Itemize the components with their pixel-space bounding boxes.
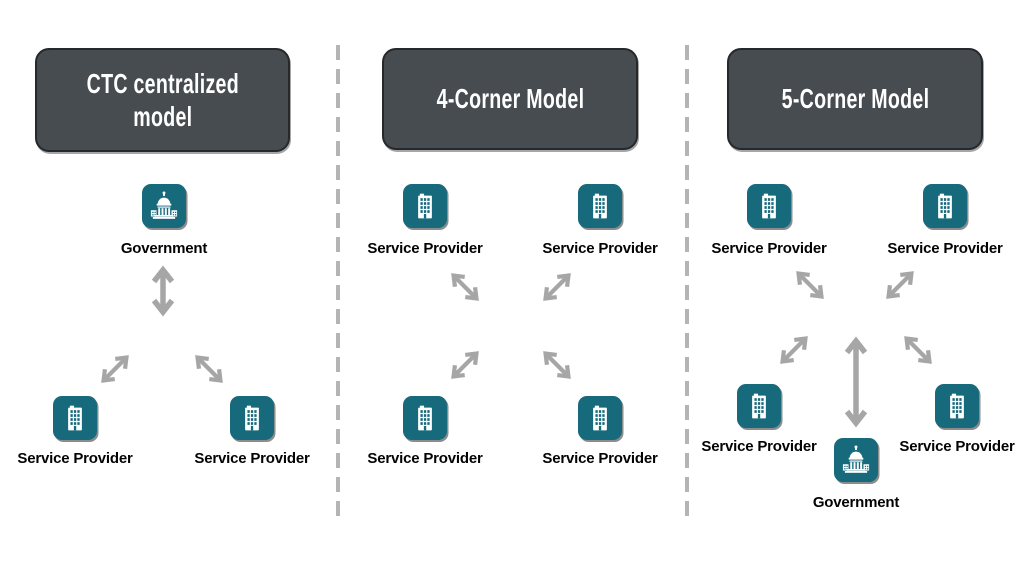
office-building-icon (584, 402, 616, 434)
government-tile (834, 438, 878, 482)
double-arrow-diagonal-icon (188, 348, 230, 390)
double-arrow-vertical-icon (150, 265, 176, 317)
office-building-icon (929, 190, 961, 222)
node-label-government: Government (120, 240, 208, 257)
double-arrow-diagonal-icon (879, 264, 921, 306)
service-provider-tile (578, 396, 622, 440)
panel-title: 4-Corner Model (436, 83, 584, 115)
node-label-service-provider: Service Provider (542, 240, 658, 257)
service-provider-tile (935, 384, 979, 428)
panel-divider (685, 45, 689, 525)
service-provider-tile (230, 396, 274, 440)
node-label-service-provider: Service Provider (17, 450, 133, 467)
panel-title: CTC centralized model (86, 67, 239, 132)
service-provider-tile (403, 184, 447, 228)
panel-header-ctc-centralized: CTC centralized model (35, 48, 290, 152)
panel-title: 5-Corner Model (781, 83, 929, 115)
node-label-service-provider: Service Provider (367, 450, 483, 467)
capitol-building-icon (147, 189, 181, 223)
node-label-service-provider: Service Provider (701, 438, 817, 455)
double-arrow-diagonal-icon (444, 266, 486, 308)
node-label-service-provider: Service Provider (711, 240, 827, 257)
node-label-government: Government (812, 494, 900, 511)
node-label-service-provider: Service Provider (542, 450, 658, 467)
double-arrow-diagonal-icon (94, 348, 136, 390)
office-building-icon (584, 190, 616, 222)
service-provider-tile (747, 184, 791, 228)
office-building-icon (236, 402, 268, 434)
service-provider-tile (578, 184, 622, 228)
double-arrow-diagonal-icon (536, 266, 578, 308)
node-label-service-provider: Service Provider (194, 450, 310, 467)
panel-header-4-corner: 4-Corner Model (382, 48, 638, 150)
office-building-icon (409, 190, 441, 222)
service-provider-tile (53, 396, 97, 440)
office-building-icon (753, 190, 785, 222)
service-provider-tile (923, 184, 967, 228)
panel-header-5-corner: 5-Corner Model (727, 48, 983, 150)
office-building-icon (941, 390, 973, 422)
node-label-service-provider: Service Provider (887, 240, 1003, 257)
double-arrow-diagonal-icon (897, 329, 939, 371)
double-arrow-diagonal-icon (773, 329, 815, 371)
double-arrow-diagonal-icon (444, 344, 486, 386)
government-tile (142, 184, 186, 228)
node-label-service-provider: Service Provider (367, 240, 483, 257)
office-building-icon (409, 402, 441, 434)
panel-divider (336, 45, 340, 525)
service-provider-tile (403, 396, 447, 440)
service-provider-tile (737, 384, 781, 428)
double-arrow-diagonal-icon (789, 264, 831, 306)
node-label-service-provider: Service Provider (899, 438, 1015, 455)
capitol-building-icon (839, 443, 873, 477)
double-arrow-vertical-icon (843, 336, 869, 428)
office-building-icon (743, 390, 775, 422)
double-arrow-diagonal-icon (536, 344, 578, 386)
office-building-icon (59, 402, 91, 434)
